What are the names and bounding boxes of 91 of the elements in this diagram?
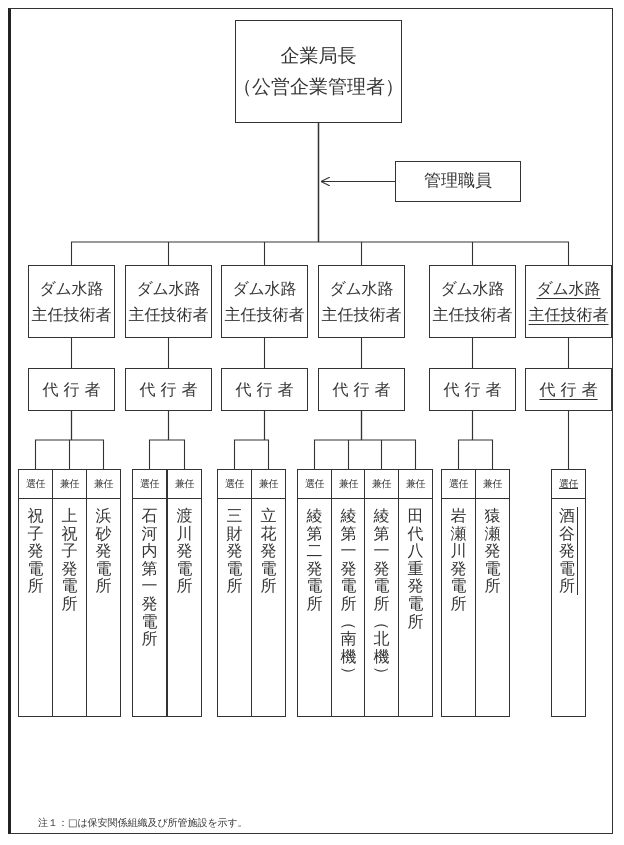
box-text: ダム水路 <box>330 278 394 300</box>
plant-box <box>251 469 286 717</box>
plant-name: 猿瀬発電所 <box>484 507 500 595</box>
arrow <box>320 176 395 187</box>
plant-box <box>217 469 252 717</box>
plant-name: 三財発電所 <box>226 507 242 595</box>
plant-name: 綾第二発電所 <box>306 507 322 613</box>
connector-line <box>168 411 186 469</box>
role-label: 兼任 <box>60 478 79 491</box>
connector-line <box>568 411 570 469</box>
connector-line <box>70 411 104 469</box>
plant-box <box>398 469 433 717</box>
role-label: 選任 <box>559 478 578 491</box>
role-label: 選任 <box>305 478 324 491</box>
org-box <box>395 161 521 202</box>
plant-box <box>52 469 87 717</box>
plant-name: 上祝子発電所 <box>62 507 78 613</box>
org-box <box>28 265 115 338</box>
plant-box <box>331 469 366 717</box>
box-text: 管理職員 <box>424 170 492 193</box>
plant-name: 岩瀬川発電所 <box>450 507 466 613</box>
box-text: 主任技術者 <box>224 304 304 326</box>
plant-name: 酒谷発電所 <box>559 507 578 595</box>
connector-line <box>568 338 570 368</box>
plant-name: 祝子発電所 <box>28 507 44 595</box>
plant-name: 綾第一発電所（北機） <box>374 507 390 683</box>
box-text: 代 行 者 <box>42 378 101 401</box>
connector-line <box>360 411 416 469</box>
role-label: 兼任 <box>259 478 278 491</box>
plant-name: 田代八重発電所 <box>408 507 424 630</box>
plant-box <box>167 469 202 717</box>
org-box <box>221 368 308 411</box>
connector-line <box>168 338 170 368</box>
box-text: 主任技術者 <box>322 304 402 326</box>
connector-line <box>264 338 266 368</box>
note-text: 注１：□は保安関係組織及び所管施設を示す。 <box>38 816 248 830</box>
connector-line <box>360 338 362 368</box>
box-text: 代 行 者 <box>443 378 502 401</box>
role-label: 選任 <box>225 478 244 491</box>
connector-line <box>472 411 494 469</box>
box-text: 主任技術者 <box>528 304 608 326</box>
role-label: 兼任 <box>406 478 425 491</box>
plant-box <box>364 469 399 717</box>
connector-line <box>264 411 270 469</box>
org-box <box>525 265 612 338</box>
box-text: 主任技術者 <box>432 304 512 326</box>
box-text: 代 行 者 <box>139 378 198 401</box>
plant-box <box>132 469 167 717</box>
role-label: 兼任 <box>339 478 358 491</box>
box-text: ダム水路 <box>232 278 296 300</box>
connector-line <box>70 338 72 368</box>
org-box <box>525 368 612 411</box>
box-text: ダム水路 <box>536 278 600 300</box>
plant-name: 綾第一発電所（南機） <box>340 507 356 683</box>
org-box <box>125 368 212 411</box>
role-label: 兼任 <box>94 478 113 491</box>
org-box <box>318 265 405 338</box>
box-text: 主任技術者 <box>32 304 112 326</box>
plant-box <box>297 469 332 717</box>
org-box <box>429 265 516 338</box>
box-text: ダム水路 <box>40 278 104 300</box>
box-text: 代 行 者 <box>539 378 598 401</box>
org-box <box>318 368 405 411</box>
role-label: 兼任 <box>372 478 391 491</box>
plant-box <box>18 469 53 717</box>
box-text: ダム水路 <box>136 278 200 300</box>
box-text: 主任技術者 <box>128 304 208 326</box>
role-label: 選任 <box>140 478 159 491</box>
role-label: 選任 <box>26 478 45 491</box>
plant-box <box>86 469 121 717</box>
plant-box <box>441 469 476 717</box>
role-label: 兼任 <box>175 478 194 491</box>
plant-box <box>551 469 586 717</box>
plant-box <box>475 469 510 717</box>
plant-name: 渡川発電所 <box>176 507 192 595</box>
org-box <box>221 265 308 338</box>
box-text: 代 行 者 <box>332 378 391 401</box>
org-box <box>28 368 115 411</box>
org-box <box>429 368 516 411</box>
role-label: 選任 <box>449 478 468 491</box>
plant-name: 浜砂発電所 <box>96 507 112 595</box>
connector-line <box>472 338 474 368</box>
box-text: 代 行 者 <box>235 378 294 401</box>
box-text: （公営企業管理者） <box>233 74 404 100</box>
role-label: 兼任 <box>483 478 502 491</box>
box-text: 企業局長 <box>280 44 356 70</box>
plant-name: 石河内第一発電所 <box>142 507 158 648</box>
plant-name: 立花発電所 <box>260 507 276 595</box>
org-box <box>235 20 402 123</box>
org-box <box>125 265 212 338</box>
box-text: ダム水路 <box>440 278 504 300</box>
